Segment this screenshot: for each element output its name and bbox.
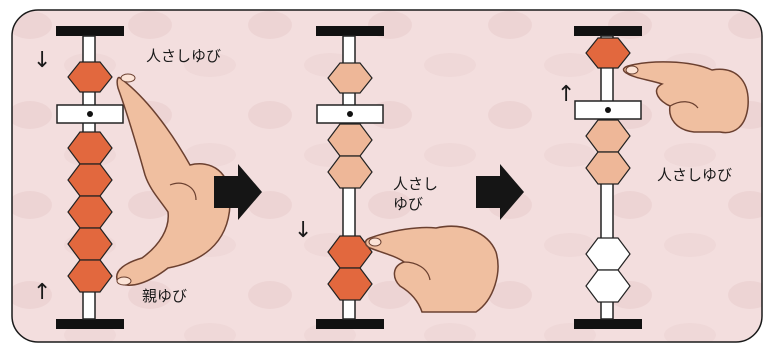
thumb-nail xyxy=(116,276,132,286)
index-nail xyxy=(368,237,382,247)
beam-dot xyxy=(347,111,353,117)
up-arrow-icon: ↑ xyxy=(33,280,52,305)
index-nail xyxy=(625,65,639,75)
frame-bottom-bar xyxy=(316,319,384,329)
hand-crease xyxy=(403,261,431,281)
index-nail xyxy=(120,73,136,83)
bead-earth-2 xyxy=(585,151,631,185)
panel-3 xyxy=(574,26,749,329)
bead-earth-4 xyxy=(327,267,373,301)
bead-heaven xyxy=(327,62,373,94)
hand-crease xyxy=(669,101,699,109)
beam-dot xyxy=(605,107,611,113)
step-arrow-1 xyxy=(214,164,262,220)
index-finger-label: 人さしゆび xyxy=(146,47,222,65)
frame-bottom-bar xyxy=(574,319,642,329)
index-finger-label: 人さしゆび xyxy=(657,166,733,184)
hand-pinch xyxy=(115,76,231,286)
frame-bottom-bar xyxy=(56,319,124,329)
frame-top-bar xyxy=(316,26,384,36)
down-arrow-icon: ↓ xyxy=(294,218,313,243)
step-arrow-2 xyxy=(476,164,524,220)
bead-heaven xyxy=(67,61,113,93)
bead-earth-2 xyxy=(327,155,373,189)
panel-2 xyxy=(316,26,499,329)
index-finger-label: 人さし ゆび xyxy=(393,175,439,213)
bead-earth-5 xyxy=(67,259,113,293)
hand-point xyxy=(364,225,499,313)
down-arrow-icon: ↓ xyxy=(33,48,52,73)
hand-crease xyxy=(169,182,197,201)
bead-heaven xyxy=(585,37,631,69)
frame-top-bar xyxy=(574,26,642,36)
up-arrow-icon: ↑ xyxy=(557,82,576,107)
frame-top-bar xyxy=(56,26,124,36)
beam-dot xyxy=(87,111,93,117)
background-panel xyxy=(11,9,763,343)
panel-1 xyxy=(56,26,231,329)
hand-lift xyxy=(622,61,749,134)
bead-earth-4 xyxy=(585,269,631,303)
thumb-label: 親ゆび xyxy=(142,287,188,305)
